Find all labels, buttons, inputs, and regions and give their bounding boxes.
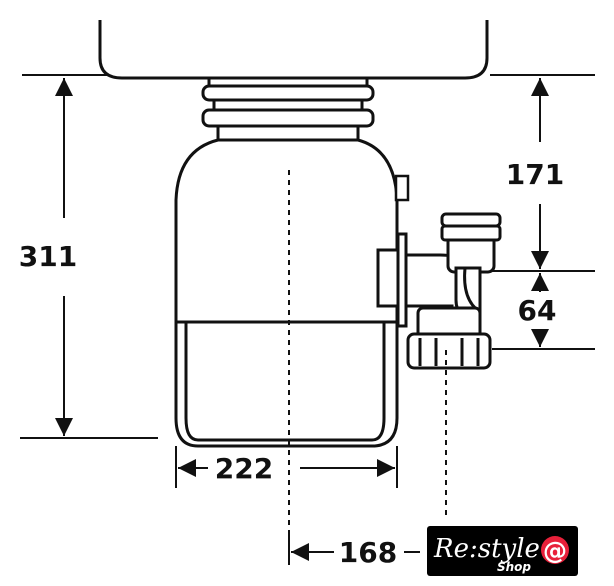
mounting-collar	[201, 76, 375, 142]
brand-name: Re:style	[433, 534, 540, 564]
dim-label-222: 222	[215, 452, 273, 485]
lower-housing	[174, 320, 399, 448]
upper-housing	[174, 138, 399, 324]
brand-at-icon	[541, 536, 569, 564]
sink-outline	[98, 20, 489, 80]
brand-badge-background	[427, 526, 578, 576]
outlet-pipe	[376, 212, 502, 370]
brand-sub: Shop	[497, 560, 531, 574]
brand-badge[interactable]: Re:style Shop @	[427, 526, 578, 576]
dimension-arrows	[55, 78, 549, 561]
extension-lines	[20, 74, 595, 565]
dim-label-171: 171	[506, 158, 564, 191]
brand-at-symbol: @	[543, 537, 567, 565]
dim-label-64: 64	[518, 294, 557, 327]
center-lines	[288, 170, 447, 560]
side-switch	[394, 174, 410, 202]
dim-label-168: 168	[339, 536, 397, 569]
dim-label-311: 311	[19, 240, 77, 273]
